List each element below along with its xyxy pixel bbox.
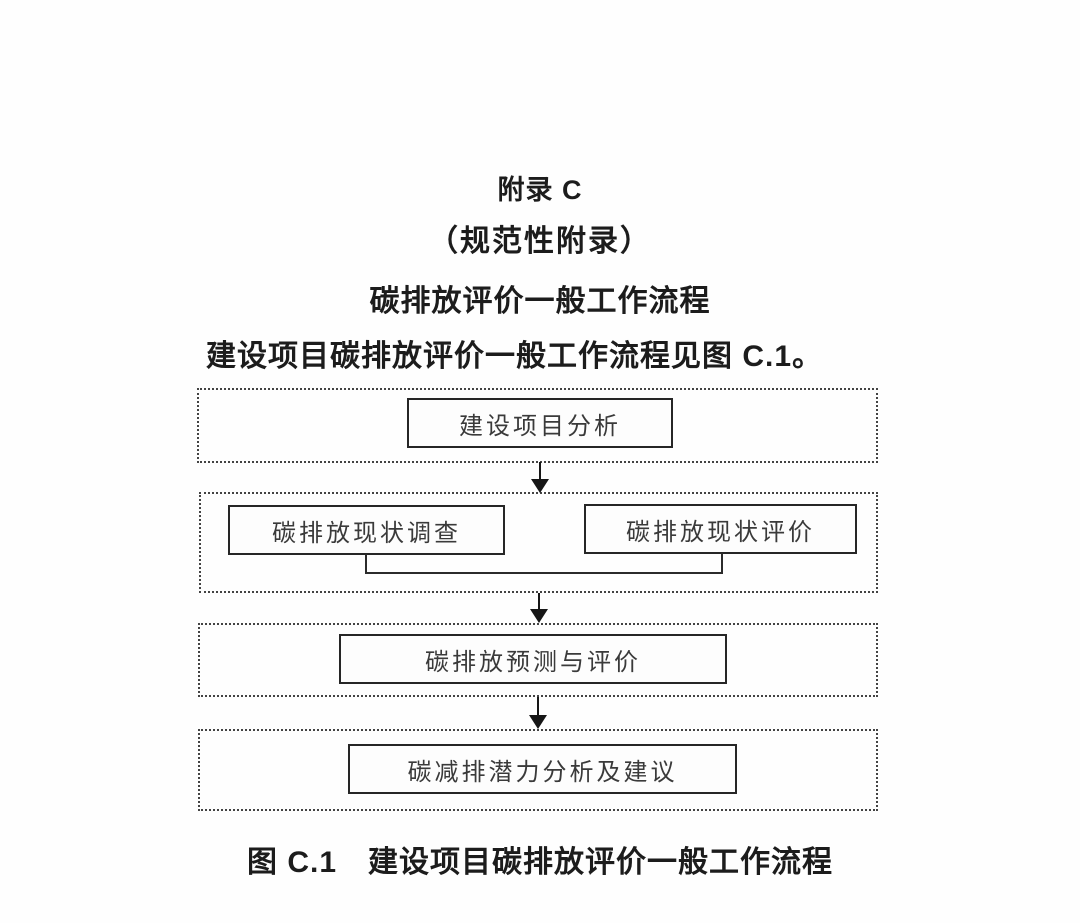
flow-step-status-evaluation: 碳排放现状评价 — [584, 504, 857, 554]
flow-stage-1-container — [197, 388, 878, 463]
section-title: 碳排放评价一般工作流程 — [369, 285, 711, 318]
flow-step-prediction-evaluation: 碳排放预测与评价 — [339, 634, 727, 684]
flow-step-project-analysis: 建设项目分析 — [407, 398, 673, 448]
bracket-connector-left — [365, 554, 367, 574]
flow-stage-2-container — [199, 492, 878, 593]
arrow-head — [529, 715, 547, 729]
arrow-head — [530, 609, 548, 623]
flow-step-reduction-potential: 碳减排潜力分析及建议 — [348, 744, 737, 794]
appendix-type-heading: （规范性附录） — [428, 225, 652, 258]
appendix-heading: 附录 C — [497, 175, 583, 205]
down-arrow-icon — [530, 593, 548, 624]
figure-caption: 图 C.1 建设项目碳排放评价一般工作流程 — [246, 846, 834, 879]
arrow-stem — [537, 697, 539, 718]
down-arrow-icon — [531, 462, 549, 493]
flow-step-status-survey: 碳排放现状调查 — [228, 505, 505, 555]
arrow-stem — [538, 593, 540, 612]
intro-paragraph: 建设项目碳排放评价一般工作流程见图 C.1。 — [206, 340, 824, 373]
bracket-connector-horizontal — [365, 572, 723, 574]
flow-stage-3-container — [198, 623, 878, 697]
down-arrow-icon — [529, 697, 547, 730]
arrow-stem — [539, 462, 541, 481]
arrow-head — [531, 479, 549, 493]
flow-stage-4-container — [198, 729, 878, 811]
bracket-connector-right — [721, 553, 723, 574]
